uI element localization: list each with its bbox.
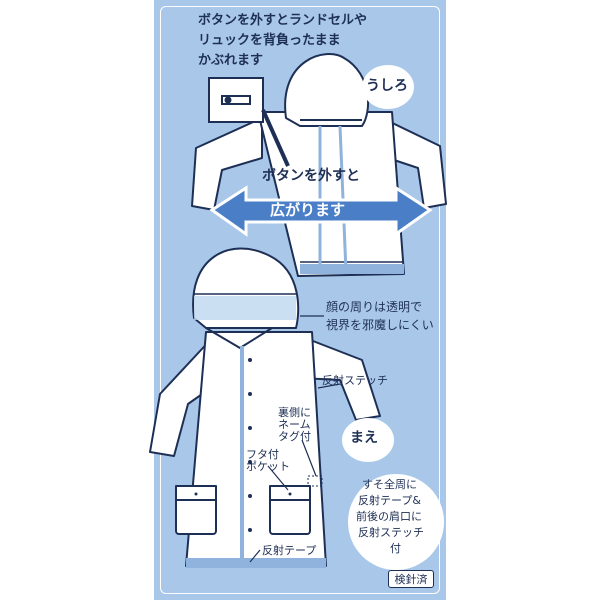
- pocket-label-line-2: ポケット: [246, 460, 290, 473]
- front-label: まえ: [350, 430, 378, 446]
- top-caption-line-2: リュックを背負ったまま: [198, 33, 341, 48]
- expand-arrow: [209, 185, 433, 237]
- perimeter-note-line-1: すそ全周に: [362, 478, 417, 491]
- name-tag-line-1: 裏側に: [278, 406, 311, 419]
- button-label: ボタンを外すと: [262, 168, 360, 184]
- face-caption-line-2: 視界を邪魔しにくい: [326, 318, 434, 332]
- perimeter-note-line-4: 反射ステッチ: [358, 526, 424, 539]
- back-raincoat: [191, 53, 447, 277]
- name-tag-line-2: ネーム: [278, 418, 311, 431]
- perimeter-note-line-2: 反射テープ&: [358, 494, 421, 507]
- panel-border: [160, 6, 440, 594]
- button-closeup: [208, 77, 290, 167]
- perimeter-note-line-5: 付: [390, 542, 401, 555]
- front-raincoat: [149, 247, 381, 567]
- face-caption-line-1: 顔の周りは透明で: [326, 300, 423, 314]
- top-caption-line-1: ボタンを外すとランドセルや: [198, 13, 368, 28]
- back-label: うしろ: [366, 78, 408, 94]
- top-caption-line-3: かぶれます: [198, 53, 264, 68]
- front-buttons: [194, 358, 292, 532]
- expand-label: 広がります: [270, 201, 346, 219]
- inspected-badge: 検針済: [388, 570, 434, 588]
- reflective-tape-label: 反射テープ: [262, 544, 317, 557]
- name-tag-line-3: タグ付: [278, 430, 311, 443]
- reflective-stitch-label: 反射ステッチ: [322, 374, 388, 387]
- perimeter-note-line-3: 前後の肩口に: [356, 510, 422, 523]
- pocket-label-line-1: フタ付: [246, 448, 279, 461]
